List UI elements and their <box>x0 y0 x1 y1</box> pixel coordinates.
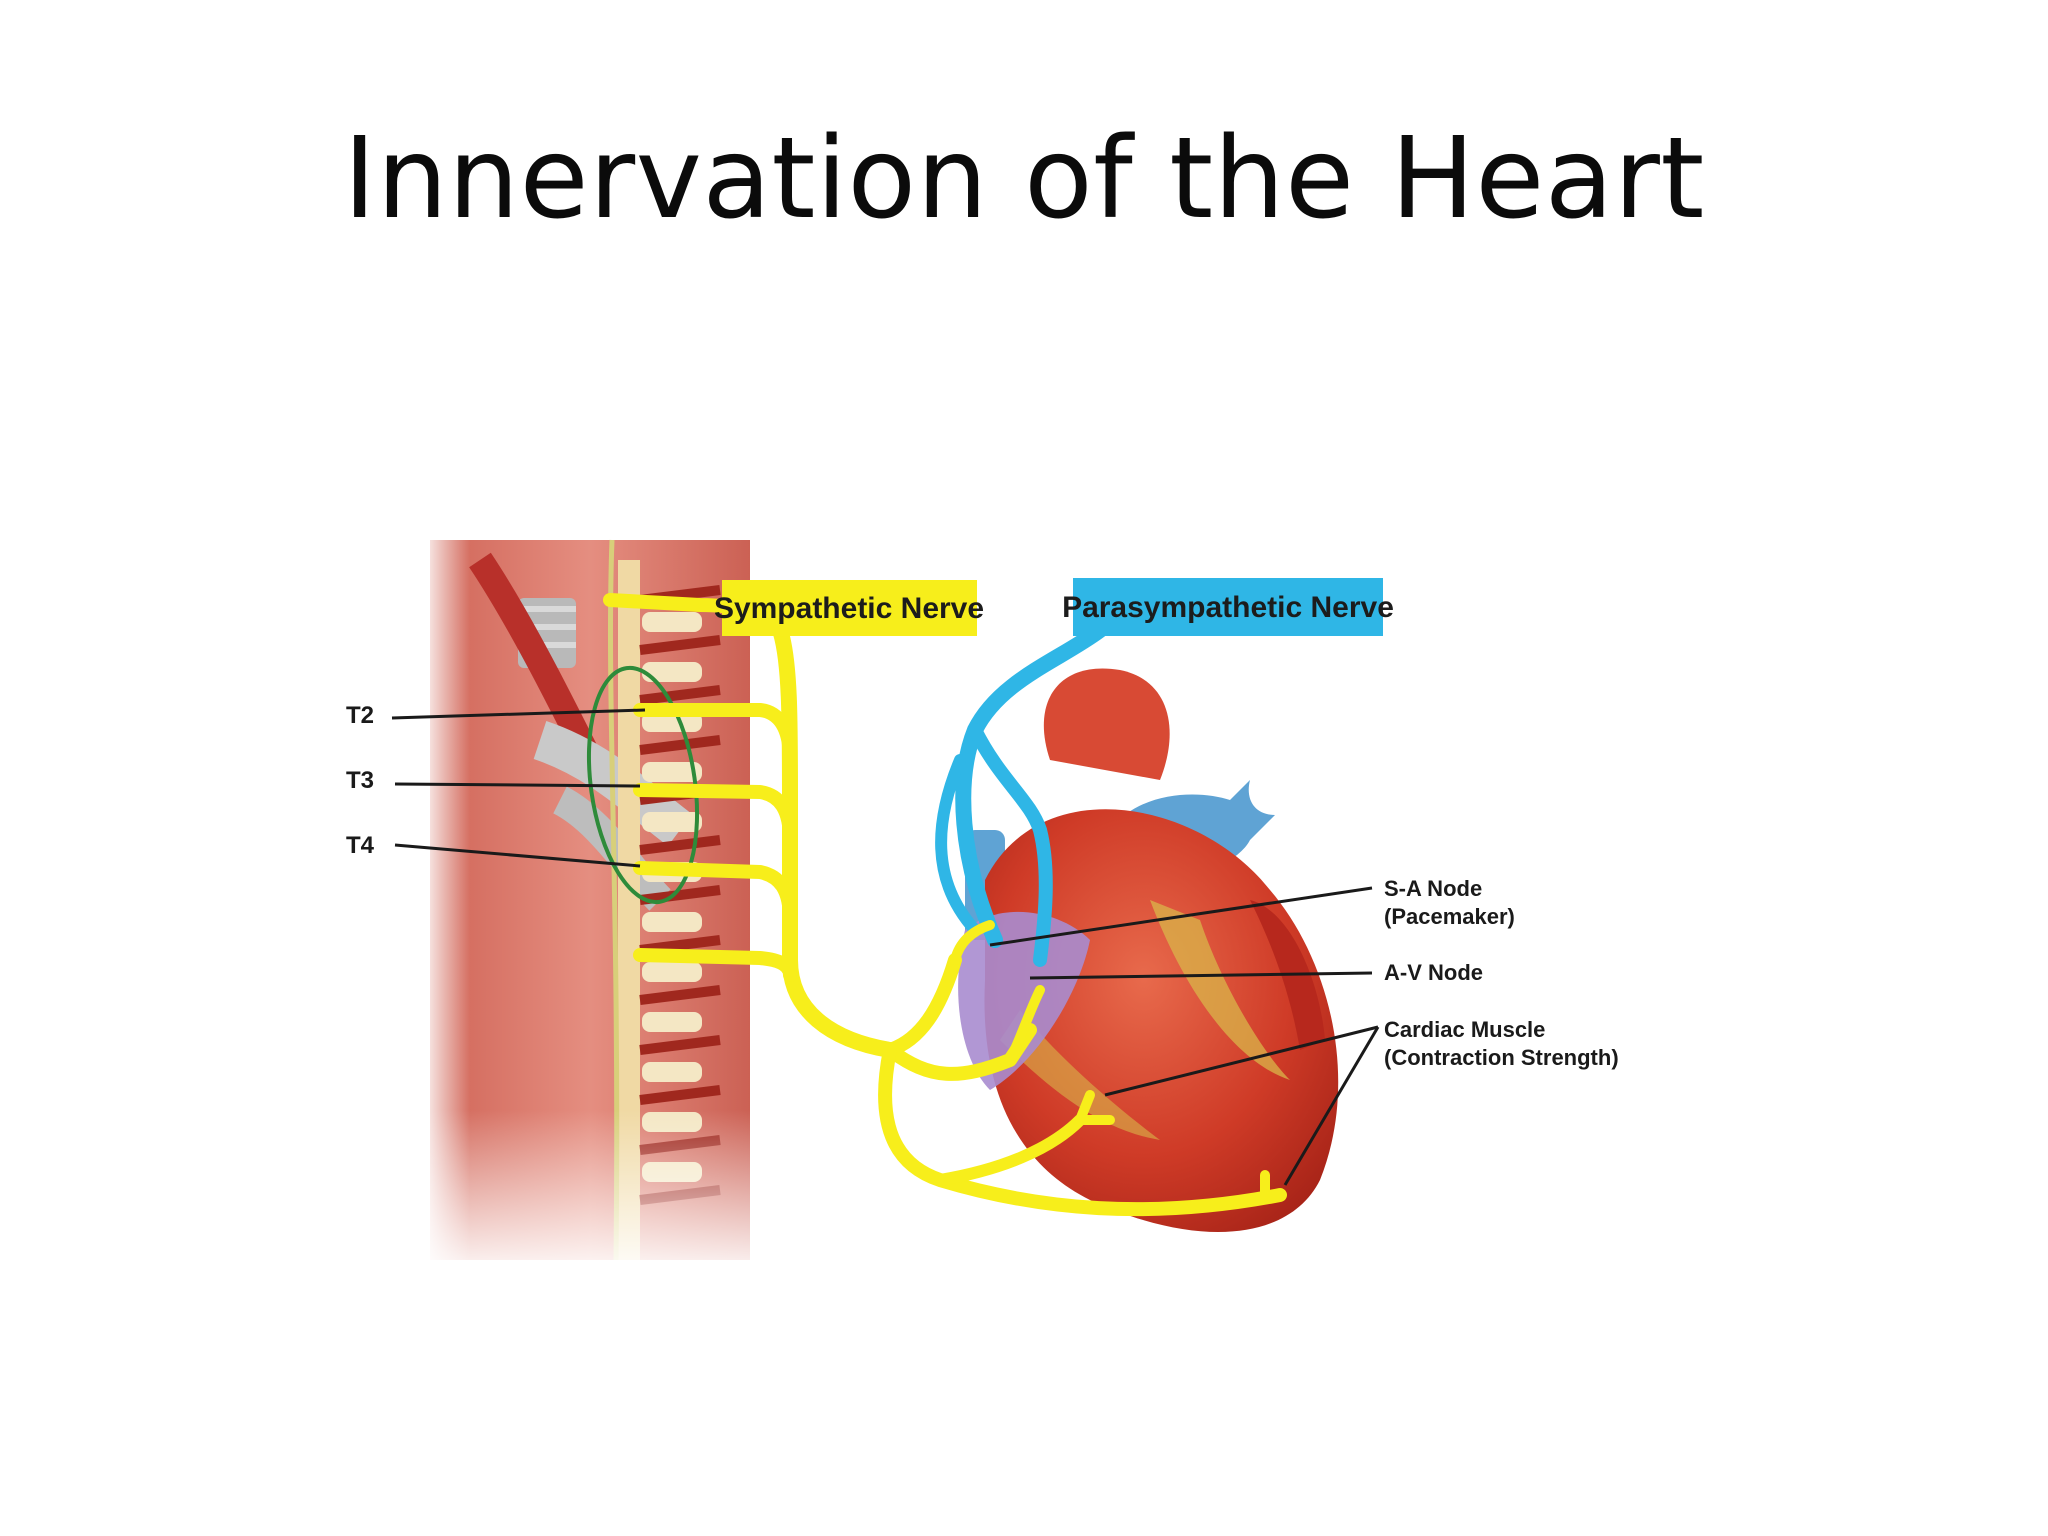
parasympathetic-nerve-box: Parasympathetic Nerve <box>1062 578 1394 636</box>
leader-line-sa-node <box>989 886 1373 947</box>
thoracic-anatomy <box>420 539 760 1280</box>
label-cardiac-muscle: Cardiac Muscle <box>1384 1017 1545 1042</box>
sympathetic-nerve-label: Sympathetic Nerve <box>714 592 984 625</box>
label-t4: T4 <box>346 832 375 859</box>
label-t3: T3 <box>346 767 374 794</box>
label-sa-node: S-A Node <box>1384 876 1482 901</box>
heart-illustration <box>958 668 1339 1233</box>
leader-line-t4 <box>394 843 641 868</box>
vertebra-labels: T2 T3 T4 <box>346 702 646 868</box>
parasympathetic-nerve-label: Parasympathetic Nerve <box>1062 591 1394 624</box>
leader-line-av-node <box>1029 971 1373 980</box>
leader-line-t2 <box>391 708 646 720</box>
label-sa-node-sub: (Pacemaker) <box>1384 904 1515 929</box>
target-labels: S-A Node (Pacemaker) A-V Node Cardiac Mu… <box>989 876 1619 1186</box>
label-cardiac-muscle-sub: (Contraction Strength) <box>1384 1045 1619 1070</box>
ganglia-highlight-circle <box>586 665 700 905</box>
slide-title: Innervation of the Heart <box>343 114 1705 244</box>
label-av-node: A-V Node <box>1384 960 1483 985</box>
label-t2: T2 <box>346 702 374 729</box>
leader-line-t3 <box>394 782 641 788</box>
leader-line-cardiac-muscle-2 <box>1283 1026 1380 1186</box>
leader-line-cardiac-muscle-1 <box>1104 1025 1379 1097</box>
sympathetic-nerve-path <box>603 593 1287 1217</box>
parasympathetic-nerve-path <box>935 598 1108 967</box>
sympathetic-nerve-box: Sympathetic Nerve <box>714 580 984 636</box>
